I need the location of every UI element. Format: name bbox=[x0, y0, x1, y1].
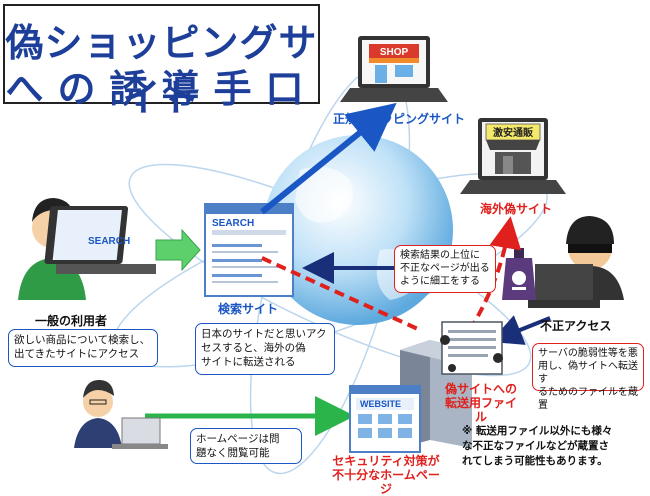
footnote-line-1: 転送用ファイル以外にも様々 bbox=[475, 425, 613, 437]
page-title-line-2: への誘導手口 bbox=[5, 67, 318, 111]
seo-box-line-2: 不正なページが出る bbox=[400, 263, 490, 274]
legit-shop-laptop-icon bbox=[340, 36, 448, 102]
footnote-line-3: れてしまう可能性もあります。 bbox=[462, 455, 608, 467]
arrow-redirect-path bbox=[261, 256, 421, 332]
search-box-line-2: セスすると、海外の偽 bbox=[201, 342, 306, 354]
vuln-box-line-3: るためのファイルを蔵置 bbox=[538, 387, 638, 411]
seo-box-line-1: 検索結果の上位に bbox=[400, 250, 480, 261]
weak-homepage-label-line-2: 不十分なホームページ bbox=[332, 468, 440, 496]
fake-site-label: 海外偽サイト bbox=[480, 202, 553, 216]
redirect-file-label-line-1: 偽サイトへの bbox=[444, 382, 517, 396]
office-worker-icon bbox=[74, 380, 122, 448]
user-search-text: SEARCH bbox=[88, 236, 130, 247]
homepage-explanation-box: ホームページは問 題なく閲覧可能 bbox=[190, 428, 302, 464]
page-title-line-1: 偽ショッピングサイト bbox=[5, 21, 318, 120]
arrow-hacker-to-server bbox=[490, 315, 551, 345]
poison-bottle-icon bbox=[502, 248, 536, 300]
title-box: 偽ショッピングサイト への誘導手口 bbox=[3, 4, 320, 120]
footnote-mark: ※ bbox=[462, 425, 473, 437]
fake-shop-laptop-icon bbox=[460, 118, 566, 194]
user-explanation-box: 欲しい商品について検索し、 出てきたサイトにアクセス bbox=[8, 329, 158, 367]
home-box-line-2: 題なく閲覧可能 bbox=[196, 447, 270, 459]
home-box-line-1: ホームページは問 bbox=[196, 433, 280, 445]
website-heading: WEBSITE bbox=[360, 399, 401, 409]
vulnerability-explanation-box: サーバの脆弱性等を悪 用し、偽サイトへ転送す るためのファイルを蔵置 bbox=[532, 343, 644, 411]
hacker-laptop-icon bbox=[528, 264, 600, 308]
vuln-box-line-2: 用し、偽サイトへ転送す bbox=[538, 361, 638, 385]
user-label: 一般の利用者 bbox=[35, 314, 108, 328]
search-box-line-1: 日本のサイトだと思いアク bbox=[201, 328, 327, 340]
vuln-box-line-1: サーバの脆弱性等を悪 bbox=[538, 348, 638, 359]
user-box-line-2: 出てきたサイトにアクセス bbox=[14, 348, 140, 360]
office-laptop-icon bbox=[112, 417, 168, 449]
unauthorized-access-label: 不正アクセス bbox=[540, 319, 612, 333]
seo-box-line-3: ように細工をする bbox=[400, 276, 480, 287]
footnote-line-2: な不正なファイルなどが蔵置さ bbox=[462, 440, 609, 452]
redirect-file-label: 偽サイトへの 転送用ファイル bbox=[443, 382, 519, 424]
fake-sign-text: 激安通販 bbox=[493, 126, 534, 139]
redirect-file-icon bbox=[440, 321, 503, 375]
weak-homepage-label: セキュリティ対策が 不十分なホームページ bbox=[330, 454, 442, 496]
arrow-user-to-search bbox=[155, 228, 201, 272]
website-window-icon bbox=[349, 385, 421, 453]
user-laptop-icon bbox=[44, 206, 156, 274]
search-site-label: 検索サイト bbox=[218, 302, 279, 316]
search-box-line-3: サイトに転送される bbox=[201, 356, 296, 368]
search-site-window-icon bbox=[204, 203, 294, 297]
arrow-to-legit-site bbox=[260, 102, 397, 215]
legit-site-label: 正規ショッピングサイト bbox=[333, 112, 466, 126]
seo-explanation-box: 検索結果の上位に 不正なページが出る ように細工をする bbox=[394, 245, 496, 293]
redirect-file-label-line-2: 転送用ファイル bbox=[444, 396, 517, 424]
search-explanation-box: 日本のサイトだと思いアク セスすると、海外の偽 サイトに転送される bbox=[195, 323, 335, 375]
shop-sign-text: SHOP bbox=[380, 47, 409, 58]
search-site-heading: SEARCH bbox=[212, 218, 254, 229]
weak-homepage-label-line-1: セキュリティ対策が bbox=[332, 454, 440, 468]
footnote: ※ 転送用ファイル以外にも様々 な不正なファイルなどが蔵置さ れてしまう可能性も… bbox=[462, 424, 642, 469]
user-box-line-1: 欲しい商品について検索し、 bbox=[14, 334, 151, 346]
